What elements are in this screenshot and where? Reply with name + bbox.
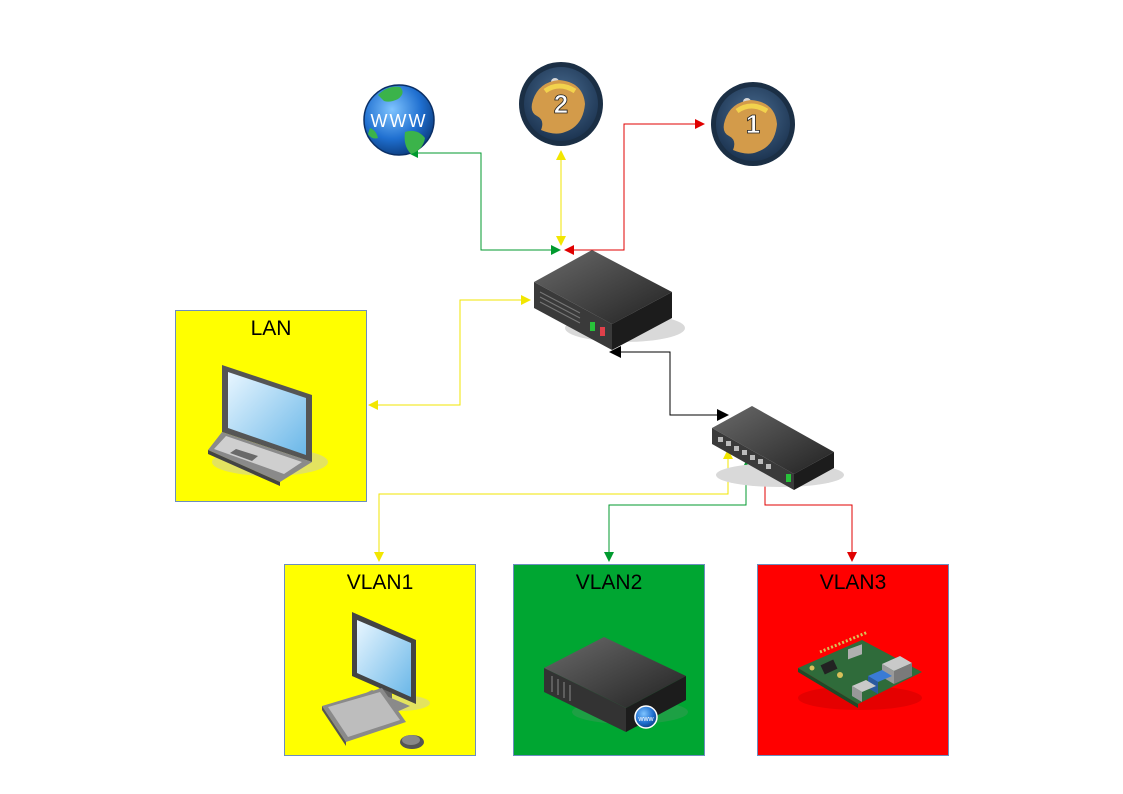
vpn2-icon: 2	[519, 62, 603, 146]
lan-zone-label: LAN	[250, 317, 292, 340]
laptop-icon	[208, 365, 328, 486]
vpn1-icon: 1	[711, 82, 795, 166]
link-router-lan	[368, 295, 531, 410]
vpn2-number: 2	[554, 89, 568, 119]
globe-www-text: WWW	[371, 111, 428, 131]
network-switch-icon	[712, 406, 844, 490]
web-server-icon: www	[544, 637, 688, 732]
vlan2-zone-label: VLAN2	[575, 571, 643, 594]
desktop-computer-icon	[322, 612, 430, 749]
raspberry-pi-icon	[798, 630, 922, 710]
vlan3-zone-label: VLAN3	[819, 571, 887, 594]
router-icon	[534, 250, 685, 350]
link-router-vpn1	[564, 119, 705, 255]
link-switch-vlan3	[760, 475, 857, 562]
globe-www-icon: WWW	[363, 84, 435, 156]
vlan1-zone-label: VLAN1	[346, 571, 414, 594]
svg-text:www: www	[637, 716, 654, 723]
vpn1-number: 1	[746, 109, 760, 139]
link-router-switch	[609, 346, 729, 421]
link-internet-router	[408, 148, 561, 255]
